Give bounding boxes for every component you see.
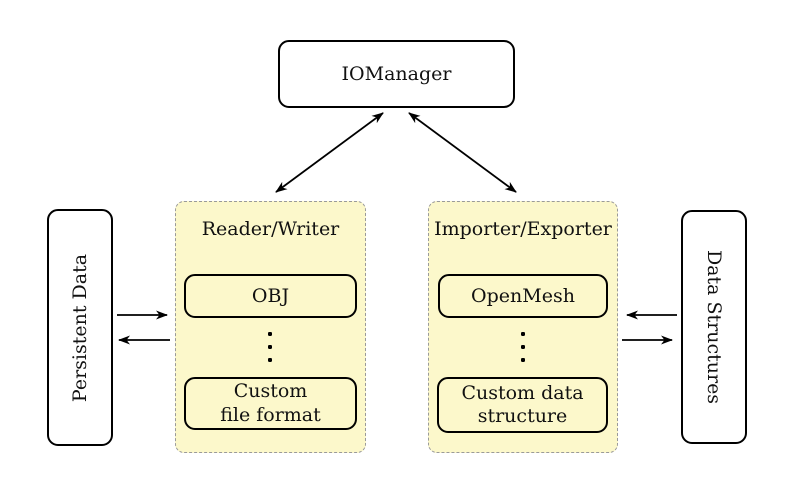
- node-data-structures: Data Structures: [681, 210, 747, 444]
- node-iomanager-label: IOManager: [341, 63, 452, 85]
- arrow-iomanager-importerexporter: [408, 112, 517, 193]
- node-iomanager: IOManager: [278, 40, 515, 108]
- vertical-ellipsis-left: [267, 332, 273, 362]
- node-openmesh: OpenMesh: [438, 274, 608, 318]
- node-custom-data-structure-line2: structure: [477, 405, 568, 427]
- vertical-ellipsis-right: [520, 332, 526, 362]
- group-reader-writer-title: Reader/Writer: [201, 218, 340, 240]
- node-custom-file-format: Custom file format: [184, 377, 357, 430]
- node-custom-data-structure: Custom data structure: [437, 377, 608, 433]
- group-importer-exporter-title: Importer/Exporter: [434, 218, 612, 240]
- node-obj: OBJ: [184, 274, 357, 318]
- node-openmesh-label: OpenMesh: [471, 285, 575, 307]
- node-obj-label: OBJ: [251, 285, 290, 307]
- node-persistent-data: Persistent Data: [47, 209, 113, 446]
- node-persistent-data-label: Persistent Data: [69, 253, 91, 402]
- node-data-structures-label: Data Structures: [703, 249, 725, 405]
- node-custom-data-structure-line1: Custom data: [461, 381, 584, 404]
- arrow-iomanager-readerwriter: [275, 112, 384, 193]
- node-custom-file-format-line1: Custom: [233, 380, 308, 403]
- node-custom-file-format-line2: file format: [220, 403, 321, 426]
